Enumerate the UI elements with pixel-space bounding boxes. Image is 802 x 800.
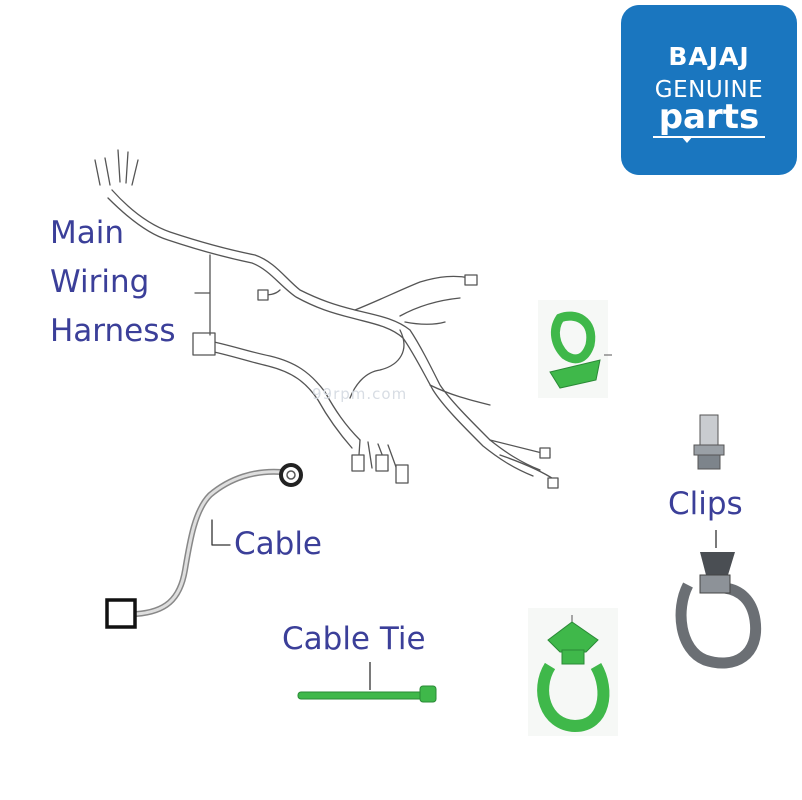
logo-underline	[653, 136, 765, 138]
main-wiring-harness-drawing	[94, 149, 559, 489]
watermark-text: 99rpm.com	[312, 385, 408, 403]
wiring-label-line: Wiring	[50, 264, 150, 300]
logo-brand-text: BAJAJ	[668, 42, 750, 71]
logo-parts-text: parts	[658, 97, 760, 137]
clips-label: Clips	[668, 486, 743, 522]
bajaj-genuine-parts-logo: BAJAJ GENUINE parts	[621, 5, 797, 175]
grey-strap-clip-drawing	[675, 530, 762, 669]
grey-small-clip-drawing	[693, 414, 725, 470]
harness-label-line: Harness	[50, 313, 176, 349]
cable-drawing	[105, 463, 303, 629]
cable-label: Cable	[234, 526, 323, 562]
main-label-line: Main	[50, 215, 125, 251]
logo-underline-tick	[681, 136, 693, 143]
logo-genuine-text: GENUINE	[654, 77, 764, 103]
green-clip-lower-drawing	[528, 608, 618, 736]
cable-tie-drawing	[297, 662, 437, 703]
green-clip-upper-drawing	[538, 300, 612, 398]
cable-tie-label: Cable Tie	[282, 621, 426, 657]
